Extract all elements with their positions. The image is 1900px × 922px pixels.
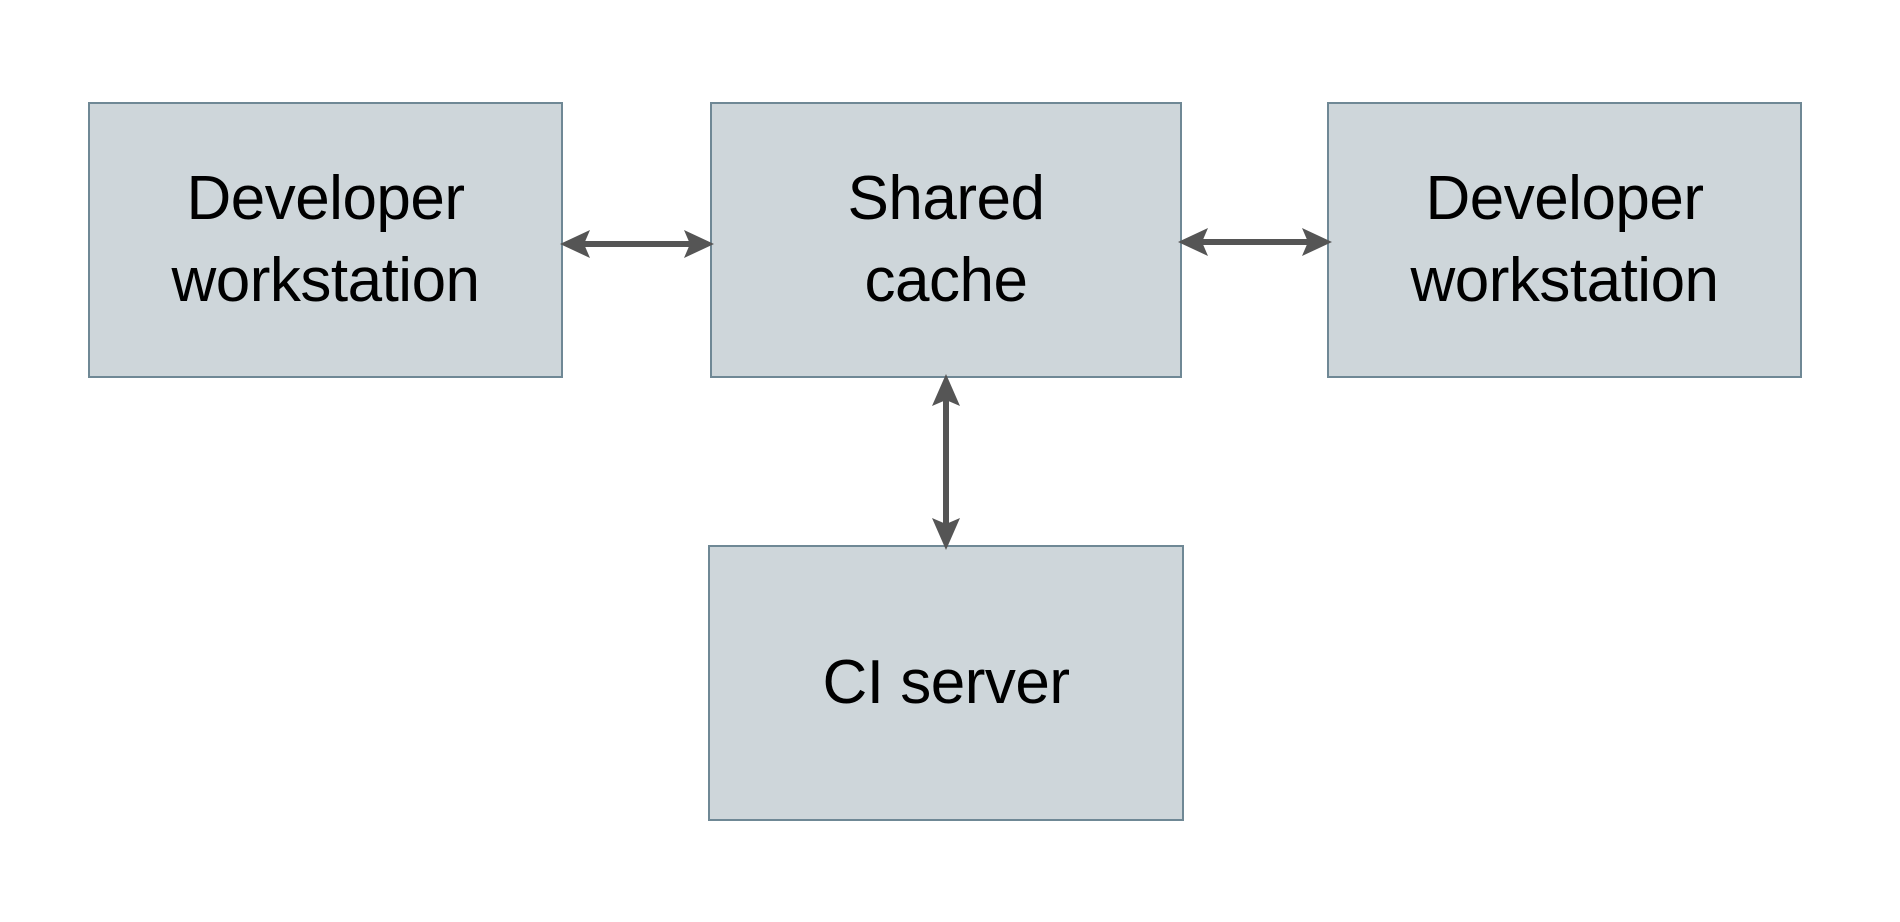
node-developer-workstation-left[interactable]: Developer workstation	[88, 102, 563, 378]
double-arrow-icon	[1178, 228, 1332, 256]
node-shared-cache[interactable]: Shared cache	[710, 102, 1182, 378]
node-label: Shared cache	[847, 164, 1045, 315]
double-arrow-icon	[560, 230, 714, 258]
node-label: CI server	[822, 648, 1070, 718]
double-arrow-icon	[932, 374, 960, 550]
node-label: Developer workstation	[1410, 164, 1719, 315]
node-label: Developer workstation	[171, 164, 480, 315]
connector-developer-left-to-shared-cache	[560, 230, 714, 258]
connector-shared-cache-to-developer-right	[1178, 228, 1332, 256]
node-ci-server[interactable]: CI server	[708, 545, 1184, 821]
connector-shared-cache-to-ci-server	[932, 374, 960, 550]
node-developer-workstation-right[interactable]: Developer workstation	[1327, 102, 1802, 378]
